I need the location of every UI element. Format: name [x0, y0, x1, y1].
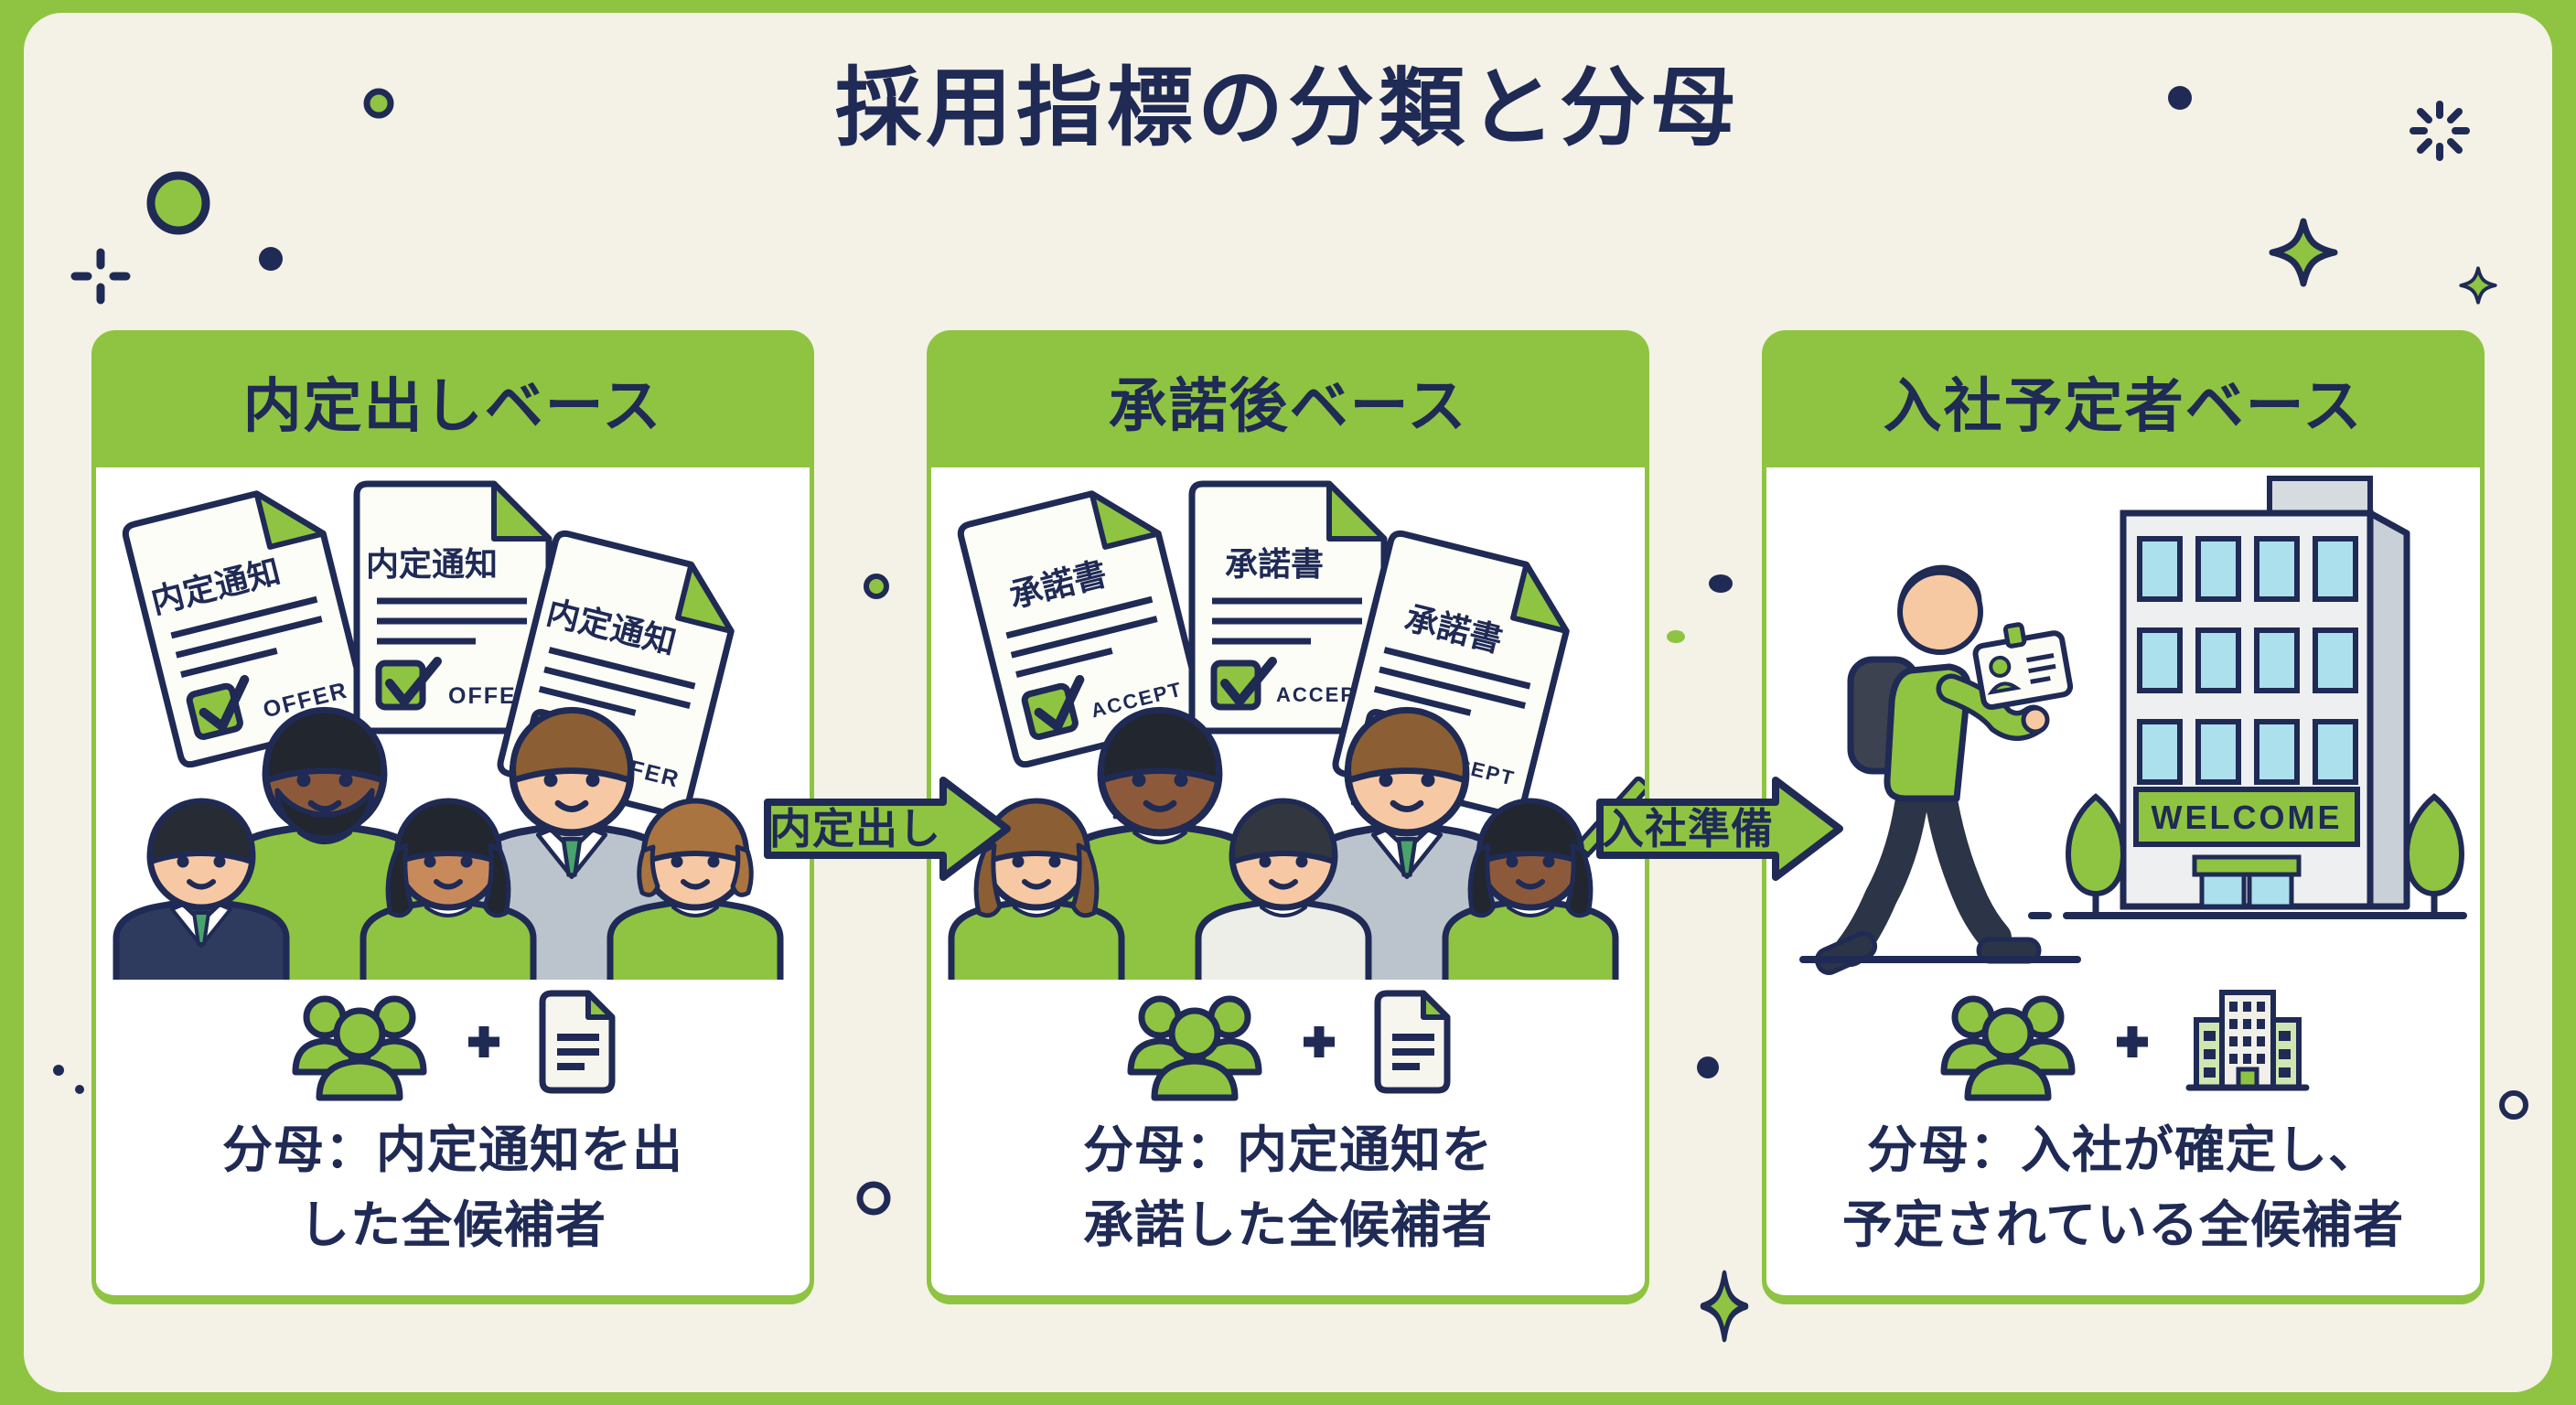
denominator-text: 分母：内定通知を 承諾した全候補者 [931, 1112, 1645, 1262]
panel-offer-header: 内定出しベース [96, 335, 810, 467]
panel-joiner-header-label: 入社予定者ベース [1883, 372, 2364, 439]
denominator-line2: 予定されている全候補者 [1841, 1196, 2405, 1253]
denominator-line1: 分母：内定通知を出 [221, 1121, 683, 1178]
welcome-banner-text: WELCOME [2152, 799, 2343, 836]
arrow-offer-issue: 内定出し [764, 777, 1011, 881]
people-group-icon [1935, 982, 2081, 1101]
panel-joiner-base: 入社予定者ベース WELCOME [1762, 330, 2485, 1304]
plus-icon [464, 1022, 504, 1062]
acceptance-letter: 承諾書 ACCEPT [957, 490, 1207, 768]
denominator-line2: した全候補者 [298, 1196, 606, 1253]
denominator-icons [931, 980, 1645, 1103]
id-badge [1972, 622, 2074, 711]
document-icon [535, 990, 619, 1094]
page-title: 採用指標の分類と分母 [834, 59, 1741, 156]
denominator-line1: 分母：入社が確定し、 [1866, 1121, 2379, 1178]
denominator-icons [1766, 980, 2480, 1103]
denominator-text: 分母：内定通知を出 した全候補者 [96, 1112, 810, 1262]
panel-offer-base: 内定出しベース 内定通知 OFFER 内定通知 [91, 330, 814, 1304]
people-group-icon [286, 982, 433, 1101]
arrow-onboarding-prep-label: 入社準備 [1602, 805, 1774, 853]
building-icon [2184, 989, 2312, 1095]
panel-joiner-header: 入社予定者ベース [1766, 335, 2480, 467]
arrow-offer-issue-label: 内定出し [769, 805, 941, 853]
plus-icon [2112, 1022, 2152, 1062]
offer-illustration: 内定通知 OFFER 内定通知 OFFER [96, 480, 810, 980]
panel-offer-header-label: 内定出しベース [242, 372, 663, 439]
denominator-line2: 承諾した全候補者 [1082, 1196, 1493, 1253]
new-hire-walking [1799, 564, 2081, 975]
joiner-illustration: WELCOME [1799, 476, 2467, 975]
offer-letter: 内定通知 OFFER [353, 480, 553, 735]
tree-icon [2065, 793, 2127, 916]
denominator-line1: 分母：内定通知を [1082, 1121, 1493, 1178]
plus-icon [1299, 1022, 1339, 1062]
welcome-banner [2133, 787, 2360, 847]
document-icon [1370, 990, 1454, 1094]
offer-letter: 内定通知 OFFER [122, 490, 371, 768]
denominator-text: 分母：入社が確定し、 予定されている全候補者 [1766, 1112, 2480, 1262]
acceptance-letter-title: 承諾書 [1225, 545, 1324, 583]
offer-letter-title: 内定通知 [366, 545, 498, 583]
panel-acceptance-header-label: 承諾後ベース [1108, 372, 1468, 439]
denominator-icons [96, 980, 810, 1103]
acceptance-illustration: 承諾書 ACCEPT 承諾書 ACCEPT [931, 480, 1645, 980]
office-building: WELCOME [2028, 476, 2467, 919]
people-group-icon [1122, 982, 1268, 1101]
panel-acceptance-header: 承諾後ベース [931, 335, 1645, 467]
tree-icon [2403, 793, 2465, 916]
panel-acceptance-base: 承諾後ベース 承諾書 ACCEPT 承諾書 [927, 330, 1649, 1304]
arrow-onboarding-prep: 入社準備 [1596, 777, 1843, 881]
